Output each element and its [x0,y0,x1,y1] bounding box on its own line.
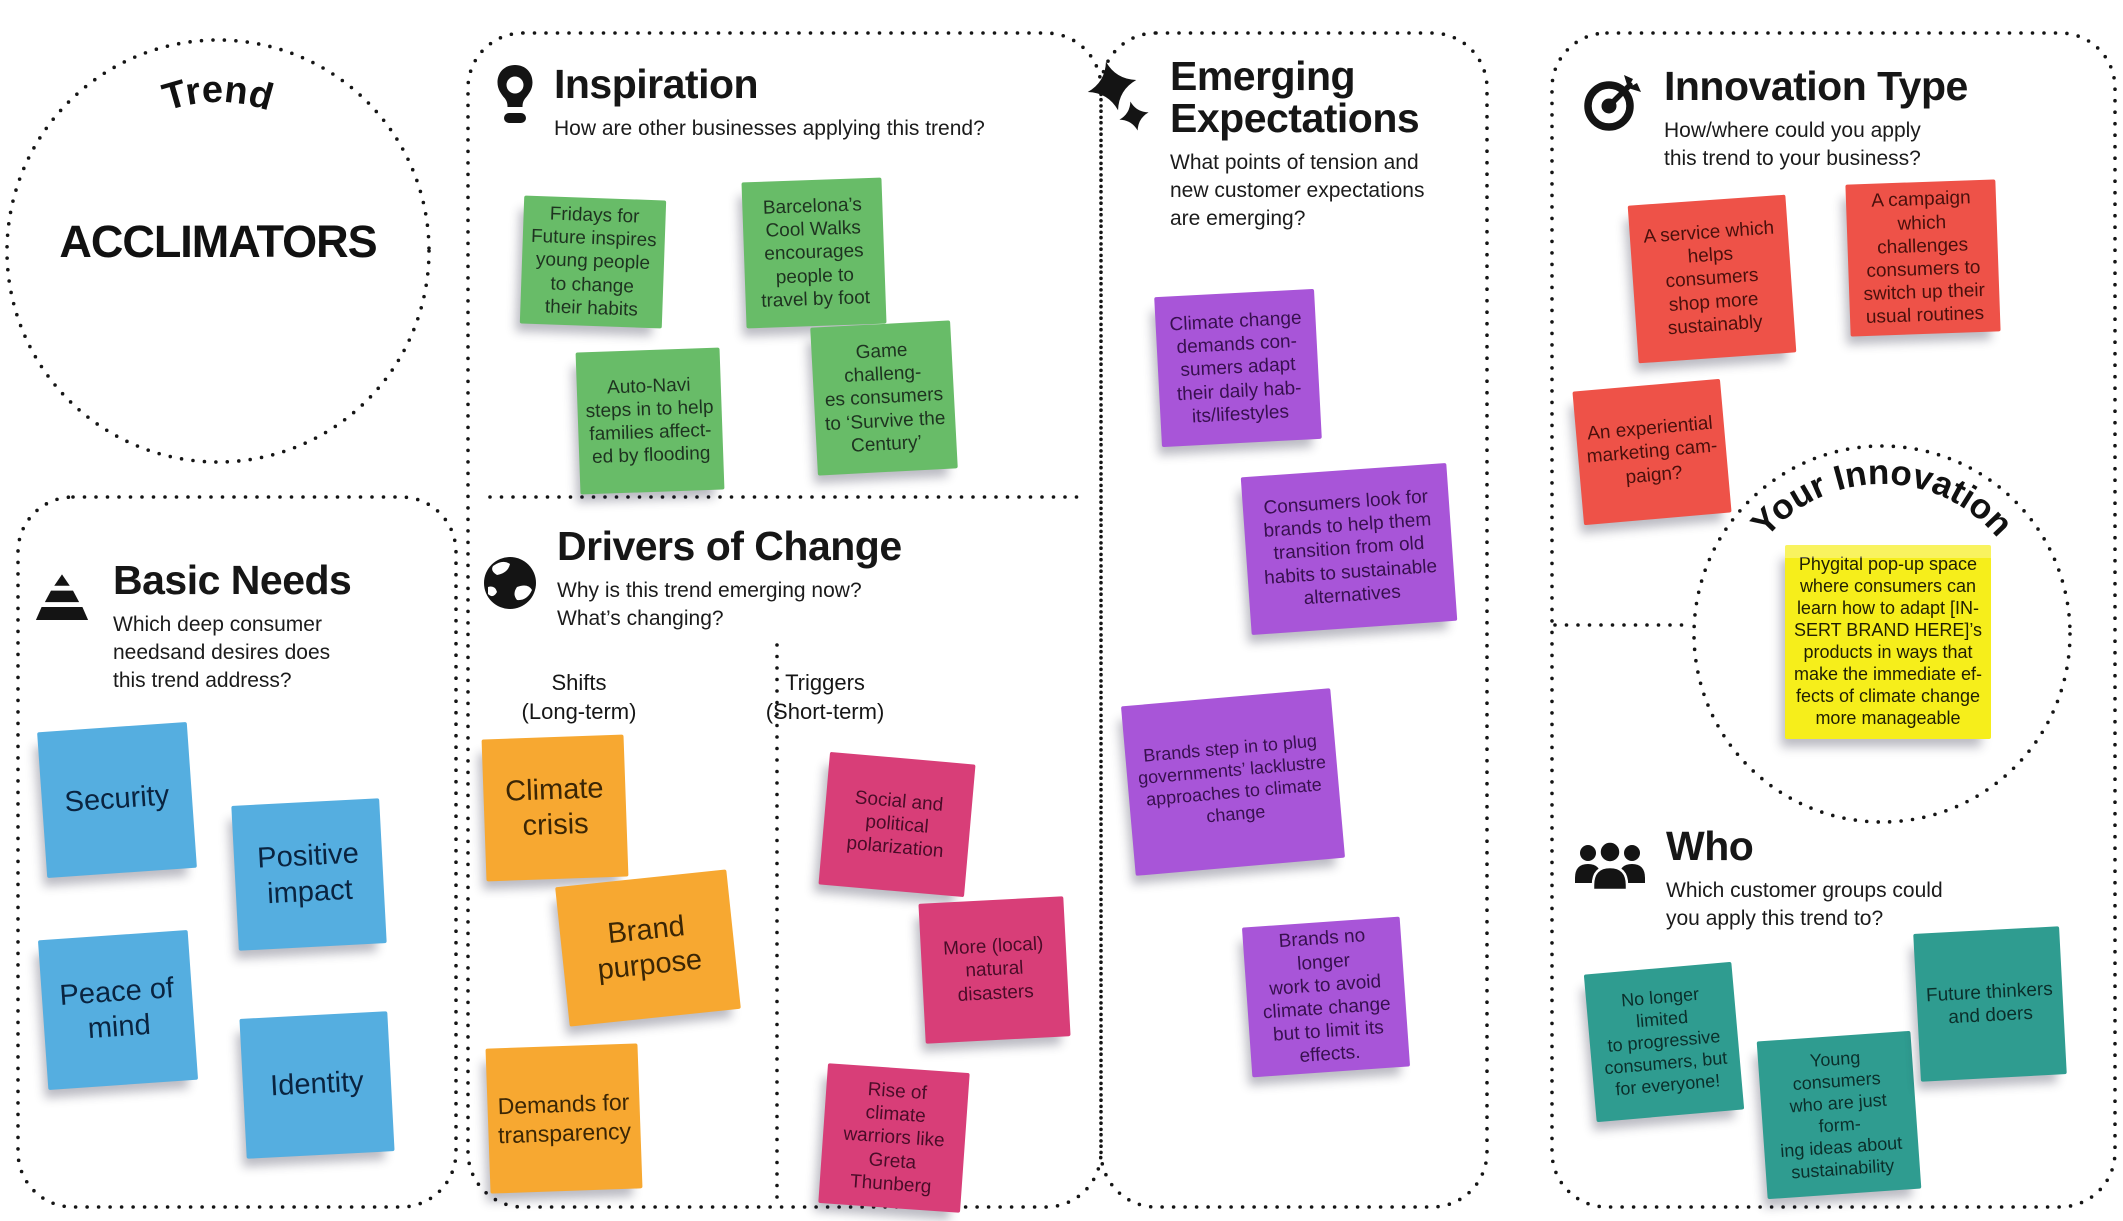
sticky-note-basic-needs-1[interactable]: Security [37,721,197,879]
sticky-note-text: Identity [269,1065,365,1103]
drivers-title: Drivers of Change [557,523,902,569]
sticky-note-shift-1[interactable]: Climate crisis [481,734,629,882]
sticky-note-text: Positive impact [256,837,360,910]
your-innovation-arched-label: Your Innovation [1744,453,2021,544]
sticky-note-inspiration-1[interactable]: Fridays for Future inspires young people… [519,195,667,329]
sticky-note-text: Climate crisis [504,771,605,843]
sticky-note-shift-3[interactable]: Demands for transparency [485,1043,643,1194]
sticky-note-text: Peace of mind [58,971,175,1046]
sticky-note-text: Consumers look for brands to help them t… [1262,486,1438,610]
lightbulb-icon [496,64,534,135]
trend-name: ACCLIMATORS [59,216,377,267]
sparkles-icon [1086,60,1150,147]
sticky-note-trigger-3[interactable]: Rise of climate warriors like Greta Thun… [818,1063,970,1213]
sticky-note-text: More (local) natural disasters [942,933,1044,1006]
sticky-note-text: Social and political polarization [845,786,945,863]
sticky-note-text: Fridays for Future inspires young people… [530,203,657,321]
emerging-header: Emerging Expectations What points of ten… [1086,53,1476,233]
basic-needs-panel-outline [16,495,458,1209]
sticky-note-text: Auto-Navi steps in to help families affe… [585,374,714,469]
sticky-note-basic-needs-3[interactable]: Peace of mind [37,929,199,1091]
sticky-note-text: Game challeng- es consumers to ‘Survive … [824,339,946,457]
basic-needs-title: Basic Needs [113,557,352,603]
sticky-note-trigger-2[interactable]: More (local) natural disasters [918,896,1071,1044]
sticky-note-text: Barcelona’s Cool Walks encourages people… [760,194,871,312]
sticky-note-text: No longer limited to progressive consume… [1603,983,1728,1100]
innovation-type-title: Innovation Type [1664,63,1968,109]
sticky-note-text: Climate change demands con- sumers adapt… [1169,307,1303,428]
basic-needs-header: Basic Needs Which deep consumer needsand… [31,557,431,695]
sticky-note-emerging-2[interactable]: Consumers look for brands to help them t… [1240,463,1458,635]
people-icon [1574,840,1646,897]
drivers-subtitle: Why is this trend emerging now? What’s c… [557,578,862,630]
sticky-note-text: An experiential marketing cam- paign? [1585,412,1719,488]
sticky-note-text: Brand purpose [595,909,704,987]
sticky-note-innovation-1[interactable]: A service which helps consumers shop mor… [1627,194,1797,364]
trend-arched-label: Trend [158,69,278,120]
sticky-note-innovation-2[interactable]: A campaign which challenges consumers to… [1845,179,2001,337]
who-subtitle: Which customer groups could you apply th… [1666,878,1943,930]
trend-circle-outline [5,38,431,464]
sticky-note-text: Future thinkers and doers [1925,978,2054,1029]
sticky-note-trigger-1[interactable]: Social and political polarization [818,751,976,898]
inspiration-title: Inspiration [554,61,759,107]
sticky-note-basic-needs-2[interactable]: Positive impact [231,798,387,951]
sticky-note-who-1[interactable]: No longer limited to progressive consume… [1583,961,1745,1123]
innovation-who-panel-outline [1550,31,2117,1209]
sticky-note-text: A service which helps consumers shop mor… [1642,217,1775,339]
triggers-column-label: Triggers (Short-term) [765,670,885,725]
sticky-note-basic-needs-4[interactable]: Identity [239,1011,395,1159]
who-header: Who Which customer groups could you appl… [1574,823,2074,933]
sticky-note-text: Young consumers who are just form- ing i… [1779,1047,1903,1183]
globe-icon [483,554,537,617]
sticky-note-text: Phygital pop-up space where consumers ca… [1793,554,1983,728]
sticky-note-text: Demands for transparency [497,1089,632,1148]
who-title: Who [1666,823,1754,869]
shifts-column-label: Shifts (Long-term) [521,670,637,725]
sticky-note-emerging-1[interactable]: Climate change demands con- sumers adapt… [1154,288,1322,448]
emerging-title: Emerging Expectations [1170,53,1420,141]
sticky-note-emerging-4[interactable]: Brands no longer work to avoid climate c… [1241,916,1411,1078]
innovation-type-subtitle: How/where could you apply this trend to … [1664,118,1921,170]
sticky-note-text: Brands step in to plug governments’ lack… [1137,730,1327,827]
sticky-note-text: Rise of climate warriors like Greta Thun… [842,1079,946,1198]
sticky-note-who-2[interactable]: Young consumers who are just form- ing i… [1756,1030,1922,1200]
emerging-panel-outline [1099,31,1489,1209]
basic-needs-subtitle: Which deep consumer needsand desires doe… [113,612,331,693]
your-innovation-circle-outline [1692,444,2072,824]
sticky-note-inspiration-3[interactable]: Auto-Navi steps in to help families affe… [575,347,725,495]
drivers-header: Drivers of Change Why is this trend emer… [483,523,1083,633]
sticky-note-innovation-3[interactable]: An experiential marketing cam- paign? [1572,378,1732,526]
sticky-note-text: Security [63,779,171,819]
sticky-note-text: Brands no longer work to avoid climate c… [1262,925,1392,1068]
inspiration-header: Inspiration How are other businesses app… [496,61,1076,143]
sticky-note-inspiration-2[interactable]: Barcelona’s Cool Walks encourages people… [741,177,887,329]
sticky-note-who-3[interactable]: Future thinkers and doers [1913,926,2067,1082]
sticky-note-shift-2[interactable]: Brand purpose [555,869,741,1027]
target-icon [1584,72,1644,137]
sticky-note-emerging-3[interactable]: Brands step in to plug governments’ lack… [1120,688,1346,876]
sticky-note-your-innovation[interactable]: Phygital pop-up space where consumers ca… [1785,545,1991,739]
sticky-note-inspiration-4[interactable]: Game challeng- es consumers to ‘Survive … [810,320,958,476]
innovation-type-header: Innovation Type How/where could you appl… [1584,63,2084,173]
sticky-note-text: A campaign which challenges consumers to… [1863,187,1986,329]
emerging-subtitle: What points of tension and new customer … [1170,150,1425,230]
inspiration-subtitle: How are other businesses applying this t… [554,116,985,140]
pyramid-icon [31,570,93,631]
